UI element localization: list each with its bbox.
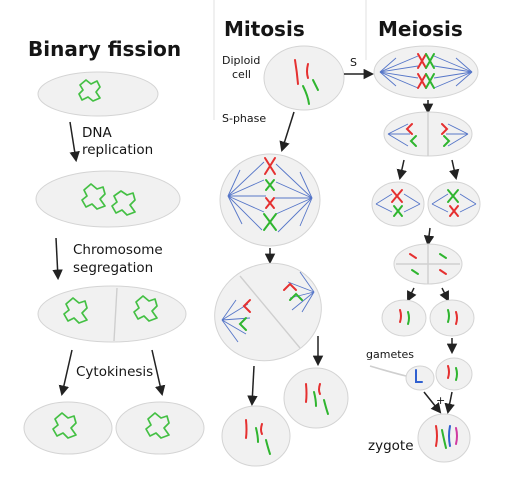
prokaryote-cell-start [37,71,159,117]
mitotic-metaphase-cell [219,153,321,247]
meiosis-anaphase-two [393,243,463,285]
mitotic-anaphase-cell [214,262,322,362]
diploid-label-1: Diploid [222,54,260,67]
mitosis-daughter-right [283,367,349,429]
mitosis-daughter-left [221,405,291,467]
prokaryote-cell-replicated [35,170,181,228]
arrow-meiosis-split-left [396,159,407,181]
arrow-dna-replication [69,121,80,163]
diploid-label-2: cell [232,68,251,81]
arrow-mitosis-daughter-left [247,365,258,407]
arrow-cytokinesis-left [58,349,73,397]
binary-fission-heading: Binary fission [28,37,181,61]
dna-replication-label-2: replication [82,142,153,158]
daughter-cell-left [23,401,113,455]
plus-sign: + [436,394,445,407]
arrow-gamete-left [407,287,417,302]
mitosis-heading: Mitosis [224,17,305,41]
zygote-label: zygote [368,438,414,454]
gamete-cells [381,299,475,337]
egg-cell [435,357,473,391]
meiosis-metaphase-one [373,45,479,99]
daughter-cell-right [115,401,205,455]
sperm-cell [369,365,435,391]
s-label: S [350,56,357,69]
arrow-chromosome-segregation [52,237,63,281]
meiosis-heading: Meiosis [378,17,463,41]
prokaryote-cell-segregated [37,285,187,343]
arrow-fertilization-left [423,391,442,414]
cytokinesis-label: Cytokinesis [76,364,153,380]
arrow-cytokinesis-right [151,349,166,397]
diploid-cell [263,45,345,111]
arrow-meiosis-two [423,227,435,247]
dna-replication-label-1: DNA [82,125,112,141]
chromosome-segregation-label-1: Chromosome [73,242,163,258]
s-phase-label: S-phase [222,112,266,125]
gametes-label: gametes [366,348,414,361]
meiosis-two-cells [371,181,481,227]
arrow-fertilization-right [444,391,455,415]
zygote-cell [417,413,471,463]
meiosis-anaphase-one [383,111,473,157]
arrow-gamete-right [439,287,449,302]
chromosome-segregation-label-2: segregation [73,260,153,276]
arrow-meiosis-split-right [449,159,460,181]
arrow-s-phase [279,111,295,153]
